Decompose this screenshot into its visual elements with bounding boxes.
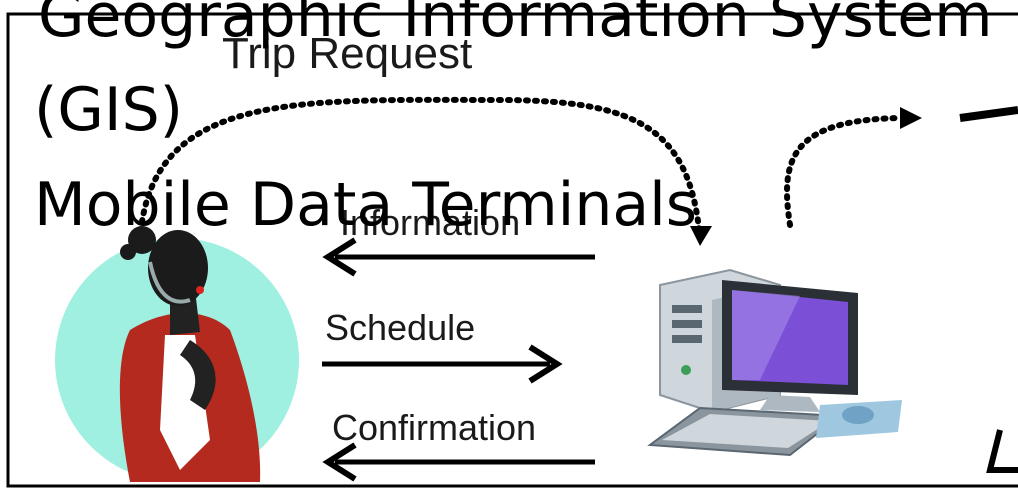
overlay-line-gis-title: Geographic Information System (38, 0, 993, 51)
outbound-dotted-arc (784, 115, 903, 228)
partial-right-element-bottom (986, 429, 1018, 473)
overlay-line-gis-abbrev: (GIS) (34, 75, 183, 145)
overlay-line-mobile-data-terminals: Mobile Data Terminals (34, 170, 697, 240)
information-arrowhead (322, 237, 357, 277)
trip-request-arrowhead (690, 226, 712, 246)
partial-right-element (959, 106, 1018, 122)
information-label: Information (340, 202, 520, 243)
woman-with-headset-icon (55, 226, 299, 482)
trip-request-label: Trip Request (222, 29, 472, 78)
trip-request-arc (137, 96, 703, 243)
outbound-arrowhead (900, 107, 922, 129)
confirmation-arrowhead (322, 442, 357, 482)
schedule-label: Schedule (325, 307, 475, 348)
confirmation-label: Confirmation (332, 407, 536, 448)
desktop-computer-icon (647, 268, 902, 457)
diagram-frame (6, 12, 1018, 488)
schedule-arrowhead (528, 344, 563, 384)
